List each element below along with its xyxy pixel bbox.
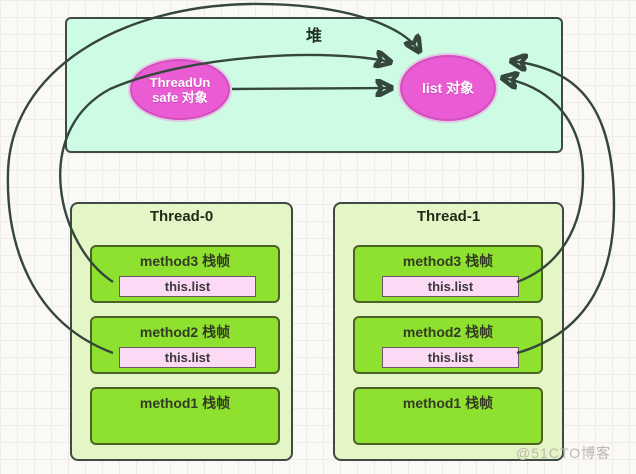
threadunsafe-label-line1: ThreadUn <box>149 74 211 90</box>
thread0-method1-frame-label: method1 栈帧 <box>139 395 231 411</box>
thread0-method1-frame: method1 栈帧 <box>90 387 280 445</box>
thread0-stack-box: Thread-0 method3 栈帧 this.list method2 栈帧… <box>70 202 293 461</box>
threadunsafe-object-ellipse: ThreadUn safe 对象 <box>130 59 230 120</box>
thread1-method3-frame-label: method3 栈帧 <box>402 253 494 269</box>
thread0-method2-frame: method2 栈帧 this.list <box>90 316 280 374</box>
thread1-method1-frame-label: method1 栈帧 <box>402 395 494 411</box>
thread0-method3-frame: method3 栈帧 this.list <box>90 245 280 303</box>
thread1-method3-thislist-field: this.list <box>382 276 519 297</box>
list-object-label: list 对象 <box>421 79 475 96</box>
thread0-method2-thislist-field: this.list <box>119 347 256 368</box>
thread1-method2-frame: method2 栈帧 this.list <box>353 316 543 374</box>
thread1-title: Thread-1 <box>416 208 481 225</box>
thread1-method1-frame: method1 栈帧 <box>353 387 543 445</box>
threadunsafe-label-line2: safe 对象 <box>152 89 208 105</box>
list-object-ellipse: list 对象 <box>400 55 496 121</box>
thread1-method3-frame: method3 栈帧 this.list <box>353 245 543 303</box>
thread1-stack-box: Thread-1 method3 栈帧 this.list method2 栈帧… <box>333 202 564 461</box>
thread0-method3-frame-label: method3 栈帧 <box>139 253 231 269</box>
thread0-method3-thislist-field: this.list <box>119 276 256 297</box>
watermark: @51CTO博客 <box>516 445 612 461</box>
thread0-method2-frame-label: method2 栈帧 <box>139 324 231 340</box>
thread1-method2-thislist-field: this.list <box>382 347 519 368</box>
heap-title: 堆 <box>305 28 322 45</box>
thread1-method2-frame-label: method2 栈帧 <box>402 324 494 340</box>
thread0-title: Thread-0 <box>149 208 214 225</box>
